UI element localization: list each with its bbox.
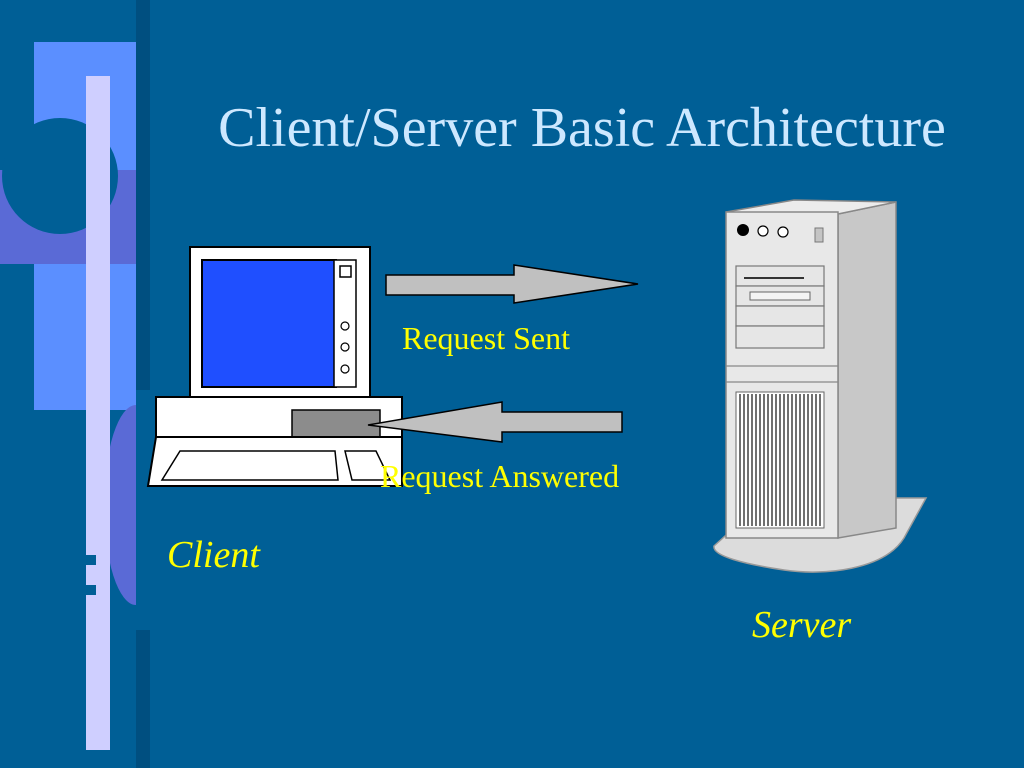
- request-answered-label: Request Answered: [380, 458, 620, 494]
- request-answered-arrow-icon: [367, 401, 623, 443]
- client-label: Client: [167, 534, 260, 576]
- request-sent-label: Request Sent: [402, 320, 570, 356]
- request-sent-arrow-icon: [385, 264, 639, 304]
- server-label: Server: [752, 604, 852, 646]
- page-title: Client/Server Basic Architecture: [218, 97, 946, 159]
- client-computer-icon: [146, 246, 403, 487]
- server-tower-icon: [713, 199, 928, 573]
